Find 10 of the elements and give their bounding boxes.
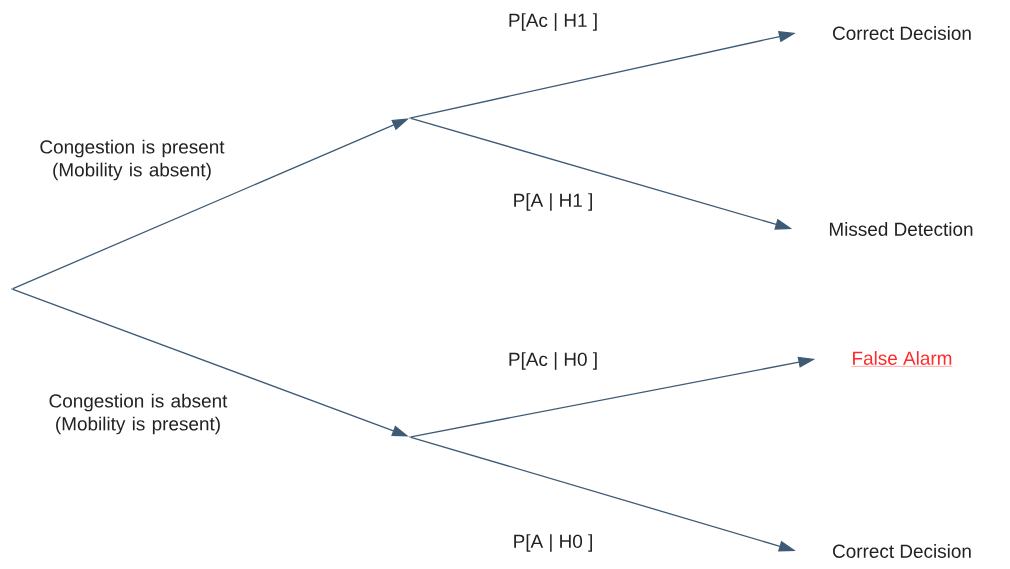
outcome-link-text: False Alarm bbox=[851, 351, 953, 367]
edge-label: P[A | H1 ] bbox=[514, 193, 592, 211]
outcome-label: Correct Decision bbox=[833, 26, 971, 40]
edge-label: P[Ac | H0 ] bbox=[509, 352, 597, 370]
outcome-label: Missed Detection bbox=[829, 222, 973, 236]
edge-label: Congestion is present (Mobility is absent) bbox=[40, 139, 225, 181]
edge-label: P[Ac | H1 ] bbox=[509, 13, 597, 31]
edge-label: Congestion is absent (Mobility is present) bbox=[49, 393, 228, 435]
edge-label: P[A | H0 ] bbox=[514, 534, 592, 552]
outcome-label: Correct Decision bbox=[833, 544, 971, 558]
